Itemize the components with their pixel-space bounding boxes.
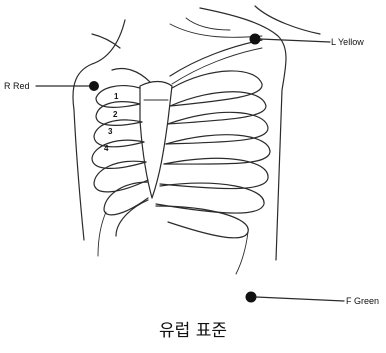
electrode-label-foot: F Green bbox=[346, 296, 379, 306]
left-ribs bbox=[156, 71, 270, 274]
rib-number-4: 4 bbox=[104, 144, 109, 153]
rib-number-2: 2 bbox=[113, 110, 118, 119]
clavicles bbox=[112, 40, 262, 84]
rib-number-3: 3 bbox=[108, 127, 113, 136]
diagram-caption: 유럽 표준 bbox=[0, 316, 386, 341]
electrode-label-left: L Yellow bbox=[331, 37, 364, 47]
electrode-dot-right bbox=[89, 81, 99, 91]
electrode-dot-foot bbox=[246, 292, 257, 303]
sternum bbox=[140, 82, 172, 199]
electrode-label-right: R Red bbox=[4, 81, 30, 91]
rib-number-1: 1 bbox=[114, 92, 119, 101]
electrode-dot-left bbox=[250, 34, 261, 45]
rib-numbers: 1 2 3 4 bbox=[104, 92, 119, 153]
electrode-left-arm: L Yellow bbox=[250, 34, 365, 48]
electrode-left-leg: F Green bbox=[246, 292, 380, 307]
electrode-right-arm: R Red bbox=[4, 81, 99, 91]
